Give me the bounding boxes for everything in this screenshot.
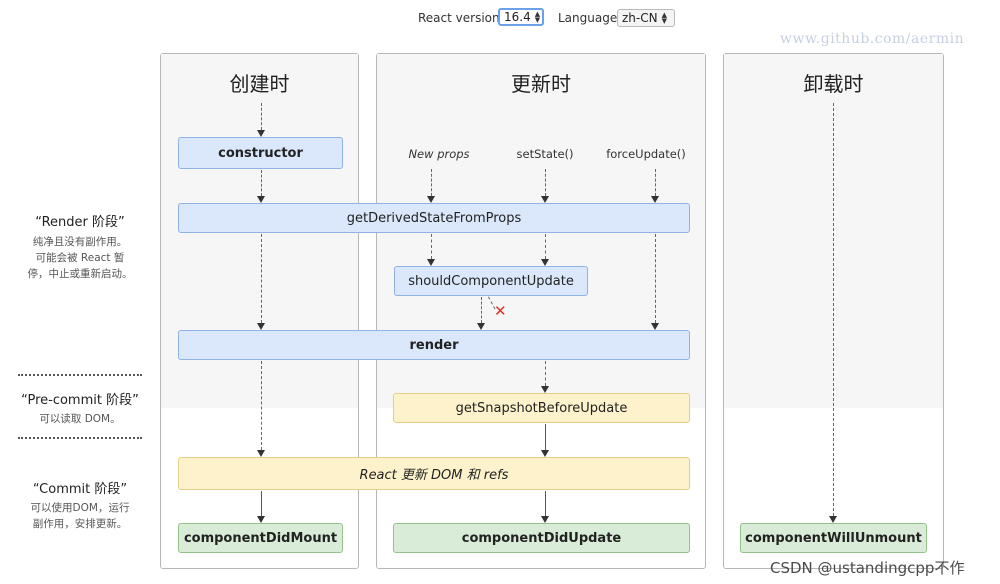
- arrow-head-icon: [257, 516, 265, 523]
- arrow-head-icon: [427, 196, 435, 203]
- get-derived-state-box: getDerivedStateFromProps: [178, 203, 690, 233]
- arrow-line: [545, 491, 546, 516]
- arrow-head-icon: [541, 516, 549, 523]
- stepper-icon: ▲▼: [534, 10, 541, 24]
- arrow-head-icon: [257, 323, 265, 330]
- column-title-unmount: 卸载时: [803, 72, 864, 96]
- arrow-head-icon: [257, 196, 265, 203]
- phase-commit-title: “Commit 阶段”: [32, 482, 128, 497]
- phase-render-desc: 纯净且没有副作用。 可能会被 React 暂 停，中止或重新启动。: [27, 236, 133, 280]
- arrow-line: [655, 169, 656, 196]
- arrow-head-icon: [257, 450, 265, 457]
- arrow-line: [833, 103, 834, 516]
- phase-divider: [18, 437, 142, 439]
- arrow-line: [431, 169, 432, 196]
- arrow-line: [545, 234, 546, 259]
- language-select[interactable]: zh-CN ▲▼: [617, 9, 675, 27]
- react-version-select[interactable]: 16.4 ▲▼: [498, 8, 544, 26]
- arrow-head-icon: [257, 130, 265, 137]
- arrow-line: [481, 297, 482, 323]
- arrow-line: [545, 169, 546, 196]
- arrow-line: [431, 234, 432, 259]
- language-value: zh-CN: [622, 11, 658, 25]
- phase-divider: [18, 374, 142, 376]
- get-snapshot-box: getSnapshotBeforeUpdate: [393, 393, 690, 423]
- trigger-force-update: forceUpdate(): [606, 147, 686, 161]
- arrow-line: [261, 103, 262, 130]
- arrow-line: [261, 361, 262, 450]
- language-label: Language: [558, 11, 618, 25]
- phase-precommit-title: “Pre-commit 阶段”: [21, 393, 139, 408]
- arrow-head-icon: [541, 386, 549, 393]
- column-title-mount: 创建时: [229, 72, 290, 96]
- arrow-head-icon: [541, 259, 549, 266]
- react-version-label: React version: [418, 11, 500, 25]
- column-title-update: 更新时: [511, 72, 571, 96]
- phase-precommit-desc: 可以读取 DOM。: [39, 413, 121, 425]
- arrow-head-icon: [651, 196, 659, 203]
- phase-commit-desc: 可以使用DOM，运行 副作用，安排更新。: [30, 502, 130, 530]
- component-will-unmount-box: componentWillUnmount: [740, 523, 927, 553]
- component-did-mount-box: componentDidMount: [178, 523, 343, 553]
- should-component-update-box: shouldComponentUpdate: [394, 266, 588, 296]
- arrow-head-icon: [427, 259, 435, 266]
- arrow-line: [545, 361, 546, 386]
- github-watermark: www.github.com/aermin: [780, 31, 965, 47]
- arrow-head-icon: [651, 323, 659, 330]
- arrow-line: [261, 234, 262, 323]
- arrow-head-icon: [829, 516, 837, 523]
- column-update: [376, 53, 706, 569]
- arrow-head-icon: [541, 196, 549, 203]
- component-did-update-box: componentDidUpdate: [393, 523, 690, 553]
- arrow-head-icon: [477, 323, 485, 330]
- arrow-line: [261, 491, 262, 516]
- arrow-line: [655, 234, 656, 323]
- arrow-head-icon: [541, 450, 549, 457]
- trigger-new-props: New props: [408, 147, 470, 161]
- false-cross-icon: ✕: [494, 302, 507, 320]
- stepper-icon: ▲▼: [661, 11, 667, 25]
- arrow-line: [261, 170, 262, 196]
- render-box: render: [178, 330, 690, 360]
- react-version-value: 16.4: [504, 10, 531, 24]
- csdn-watermark: CSDN @ustandingcpp不作: [770, 559, 965, 577]
- constructor-box: constructor: [178, 137, 343, 169]
- phase-render-title: “Render 阶段”: [35, 215, 125, 230]
- arrow-line: [545, 424, 546, 450]
- trigger-set-state: setState(): [516, 147, 574, 161]
- react-updates-dom-box: React 更新 DOM 和 refs: [178, 457, 690, 490]
